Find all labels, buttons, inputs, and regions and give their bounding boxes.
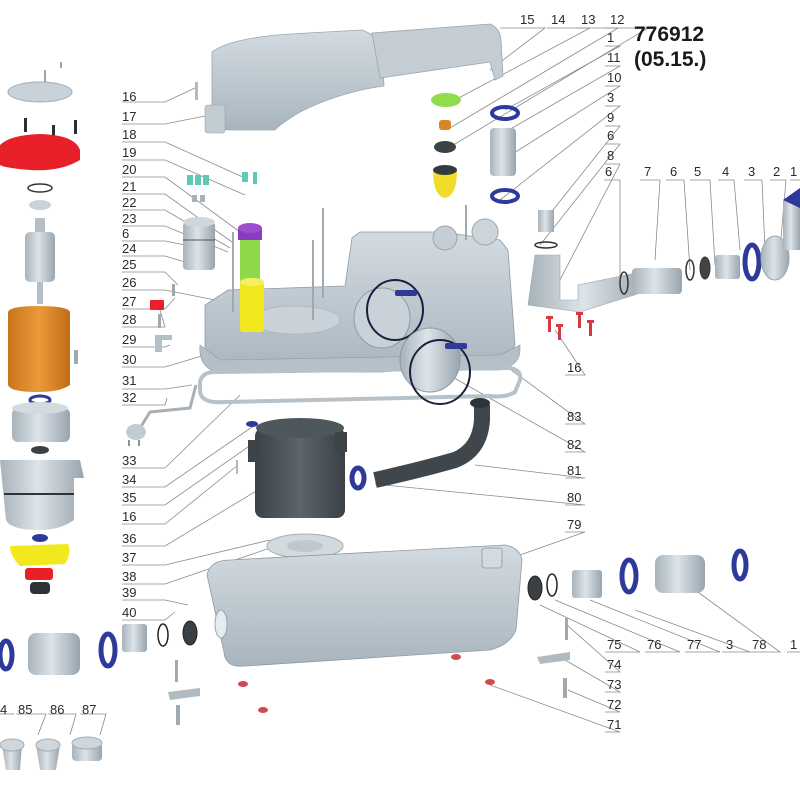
callout-label-14: 14 [551,12,565,27]
callout-label-36: 36 [122,531,136,546]
callout-label-1: 1 [790,164,797,179]
callout-label-38: 38 [122,569,136,584]
callout-label-5: 5 [694,164,701,179]
callout-label-10: 10 [607,70,621,85]
callout-label-83: 83 [567,409,581,424]
callout-label-8: 8 [607,148,614,163]
part-number: 776912 [634,23,705,46]
cover-lid-17 [195,23,504,134]
callout-label-73: 73 [607,677,621,692]
callout-label-72: 72 [607,697,621,712]
callout-label-30: 30 [122,352,136,367]
callout-label-86: 86 [50,702,64,717]
callout-label-33: 33 [122,453,136,468]
callout-label-87: 87 [82,702,96,717]
callout-label-28: 28 [122,312,136,327]
callout-label-6: 6 [670,164,677,179]
callout-label-20: 20 [122,162,136,177]
top-right-small-parts [431,93,651,313]
motor-column [0,62,84,594]
callout-label-16: 16 [122,89,136,104]
callout-label-17: 17 [122,109,136,124]
callout-label-7: 7 [644,164,651,179]
callout-label-37: 37 [122,550,136,565]
callout-label-2: 2 [773,164,780,179]
callout-label-71: 71 [607,717,621,732]
callout-label-12: 12 [610,12,624,27]
callout-label-16: 16 [567,360,581,375]
rubber-feet-71 [238,654,495,713]
callout-label-25: 25 [122,257,136,272]
elbow-pipe-81 [349,398,490,491]
inlet-assembly-right [527,548,749,698]
callout-label-78: 78 [752,637,766,652]
lower-tank-79 [206,544,523,667]
right-outlet-assembly [619,188,800,295]
callout-label-6: 6 [605,164,612,179]
callout-label-13: 13 [581,12,595,27]
capacitor-24 [183,217,215,270]
callout-label-4: 4 [0,702,7,717]
red-screws [546,312,594,340]
power-cable-32 [126,384,198,446]
callout-label-24: 24 [122,241,136,256]
inlet-assembly-left [0,620,200,770]
upper-housing-30 [198,205,523,405]
callout-label-39: 39 [122,585,136,600]
callout-label-35: 35 [122,490,136,505]
callout-label-22: 22 [122,195,136,210]
callout-label-79: 79 [567,517,581,532]
callout-label-11: 11 [607,50,621,65]
callout-label-9: 9 [607,110,614,125]
callout-label-40: 40 [122,605,136,620]
callout-label-26: 26 [122,275,136,290]
callout-label-6: 6 [122,226,129,241]
callout-label-23: 23 [122,211,136,226]
callout-label-19: 19 [122,145,136,160]
callout-label-85: 85 [18,702,32,717]
callout-label-31: 31 [122,373,136,388]
callout-label-16: 16 [122,509,136,524]
callout-label-76: 76 [647,637,661,652]
callout-label-27: 27 [122,294,136,309]
callout-label-21: 21 [122,179,136,194]
callout-label-74: 74 [607,657,621,672]
small-parts-26-29 [150,284,175,352]
callout-label-3: 3 [726,637,733,652]
callout-label-1: 1 [607,30,614,45]
float-assembly [238,223,264,332]
callout-label-80: 80 [567,490,581,505]
leader-lines [0,27,800,736]
callout-label-32: 32 [122,390,136,405]
clips-18-19 [187,172,257,202]
callout-label-81: 81 [567,463,581,478]
callout-label-77: 77 [687,637,701,652]
callout-label-75: 75 [607,637,621,652]
callout-label-15: 15 [520,12,534,27]
callout-label-3: 3 [748,164,755,179]
callout-label-29: 29 [122,332,136,347]
callout-label-82: 82 [567,437,581,452]
callout-label-3: 3 [607,90,614,105]
callout-label-1: 1 [790,637,797,652]
callout-label-6: 6 [607,128,614,143]
pump-chamber-36 [236,418,347,559]
callout-label-18: 18 [122,127,136,142]
revision-date: (05.15.) [634,48,707,71]
callout-label-4: 4 [722,164,729,179]
diagram-title: 776912 (05.15.) [634,22,706,72]
callout-label-34: 34 [122,472,136,487]
